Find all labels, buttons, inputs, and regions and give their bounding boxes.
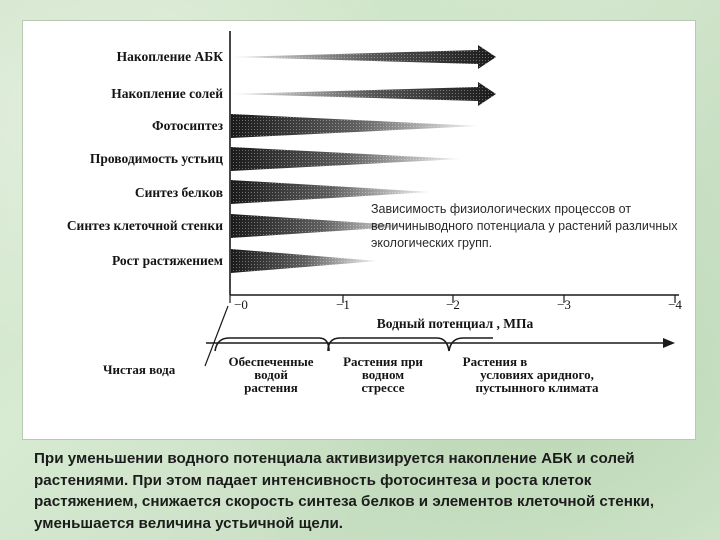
zone1-line3: растения [244, 380, 298, 395]
zone2-line1: Растения при [343, 354, 423, 369]
process-label-cell-wall-synthesis: Синтез клеточной стенки [67, 218, 223, 233]
process-label-protein-synthesis: Синтез белков [135, 185, 223, 200]
process-bars [231, 45, 496, 273]
zone-brace-1 [214, 337, 330, 352]
diagram-svg: Накопление АБК Накопление солей Фотосипт… [67, 31, 682, 395]
process-label-stomatal-conductance: Проводимость устьиц [90, 151, 223, 166]
summary-text: При уменьшении водного потенциала активи… [34, 450, 655, 532]
zone-brace-3 [448, 337, 493, 352]
zone-label-pure-water: Чистая вода [103, 362, 176, 377]
process-bar-texture-2 [231, 114, 479, 138]
axis-tick-label-0: −0 [234, 297, 248, 312]
zone3-line1: Растения в [463, 354, 528, 369]
axis-tick-label-4: −4 [668, 297, 682, 312]
zone3-line3: пустынного климата [476, 380, 599, 395]
process-bar-texture-3 [231, 147, 461, 171]
zone2-line3: стрессе [362, 380, 405, 395]
process-label-aba: Накопление АБК [117, 49, 224, 64]
process-bar-texture-1 [231, 82, 496, 106]
axis-title: Водный потенциал , МПа [377, 316, 534, 331]
axis-tick-label-1: −1 [336, 297, 350, 312]
diagram-figure: Накопление АБК Накопление солей Фотосипт… [22, 20, 696, 440]
axis-tick-label-3: −3 [557, 297, 571, 312]
zero-connector-line [204, 305, 229, 367]
zone-arrow-head [663, 338, 675, 348]
zone3-line2: условиях аридного, [480, 367, 594, 382]
zone1-line2: водой [254, 367, 288, 382]
figure-caption: Зависимость физиологических процессов от… [371, 202, 678, 250]
process-label-photosynthesis: Фотосиптез [152, 118, 224, 133]
process-bar-texture-5 [231, 214, 413, 238]
zone-brace-2 [327, 337, 450, 352]
process-label-expansion-growth: Рост растяжением [112, 253, 223, 268]
process-bar-texture-4 [231, 180, 431, 204]
zone2-line2: водном [362, 367, 404, 382]
process-label-salts: Накопление солей [111, 86, 223, 101]
zone1-line1: Обеспеченные [228, 354, 313, 369]
process-bar-texture-0 [231, 45, 496, 69]
axis-tick-label-2: −2 [446, 297, 460, 312]
process-bar-texture-6 [231, 249, 378, 273]
